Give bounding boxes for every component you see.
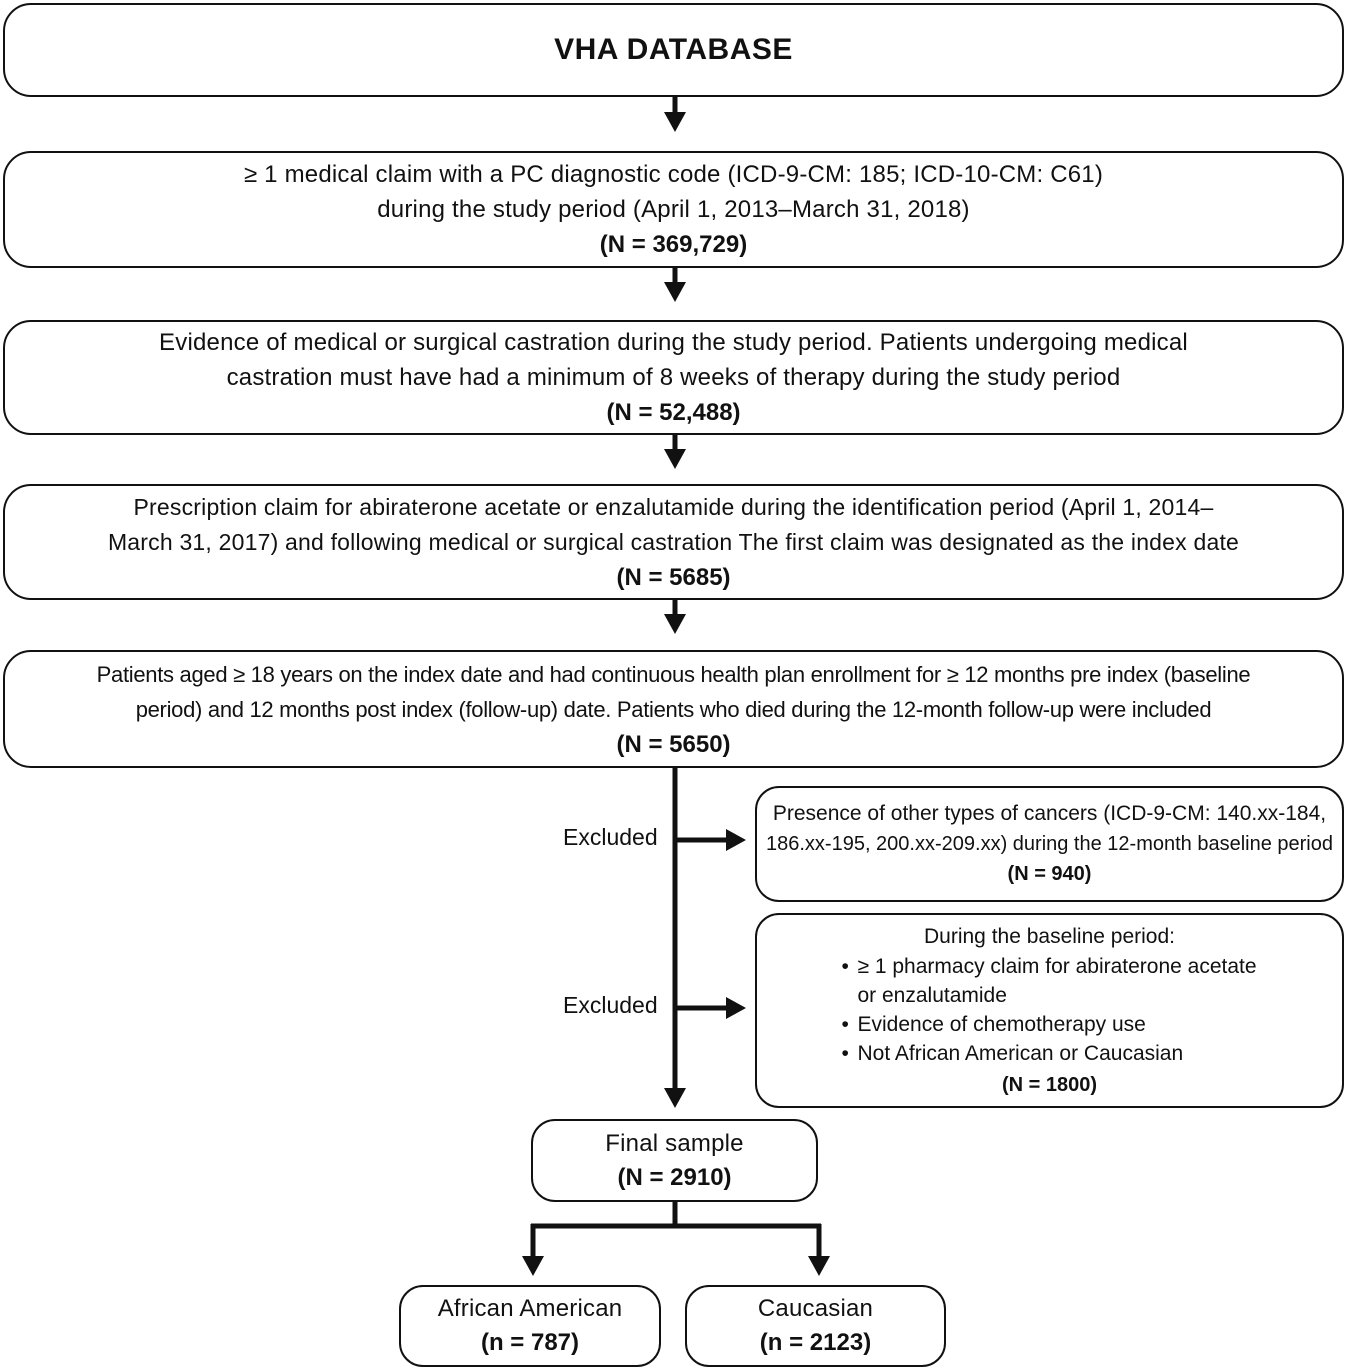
main-arrows: [664, 97, 686, 634]
step-3-line-2: March 31, 2017) and following medical or…: [107, 528, 1240, 555]
split-arrows: [522, 1202, 830, 1276]
step-1-count: (N = 369,729): [599, 231, 748, 258]
trunk-arrow-head: [664, 1088, 686, 1108]
arrow-head-3: [664, 449, 686, 469]
group-box-african-american: African American (n = 787): [399, 1285, 661, 1367]
step-4-count: (N = 5650): [616, 730, 731, 758]
exclusion-1-line-1: Presence of other types of cancers (ICD-…: [772, 802, 1327, 825]
arrow-head-1: [664, 112, 686, 132]
group-label-caucasian: Caucasian: [757, 1295, 874, 1322]
split-right-head: [808, 1256, 830, 1276]
final-sample-box: Final sample (N = 2910): [531, 1119, 818, 1202]
exclusion-2-criterion: Not African American or Caucasian: [840, 1039, 1260, 1068]
split-left-head: [522, 1256, 544, 1276]
excluded-label-2: Excluded: [563, 992, 658, 1018]
step-box-4: Patients aged ≥ 18 years on the index da…: [3, 650, 1344, 768]
group-label-african-american: African American: [437, 1295, 623, 1322]
group-count-caucasian: (n = 2123): [759, 1329, 872, 1356]
step-2-count: (N = 52,488): [606, 399, 741, 426]
database-title: VHA DATABASE: [554, 33, 793, 66]
final-sample-count: (N = 2910): [617, 1163, 732, 1191]
step-1-line-1: ≥ 1 medical claim with a PC diagnostic c…: [243, 161, 1104, 188]
group-count-african-american: (n = 787): [480, 1329, 580, 1356]
step-2-line-2: castration must have had a minimum of 8 …: [226, 364, 1121, 391]
exclusion-1-count: (N = 940): [1007, 863, 1092, 885]
excluded-label-1: Excluded: [563, 824, 658, 850]
final-sample-label: Final sample: [605, 1129, 744, 1157]
arrow-head-4: [664, 614, 686, 634]
step-box-3: Prescription claim for abiraterone aceta…: [3, 484, 1344, 600]
step-1-line-2: during the study period (April 1, 2013–M…: [377, 196, 970, 223]
exclusion-2-heading: During the baseline period:: [924, 924, 1175, 948]
step-3-count: (N = 5685): [616, 563, 731, 591]
database-box: VHA DATABASE: [3, 3, 1344, 97]
exclusion-box-1: Presence of other types of cancers (ICD-…: [755, 786, 1344, 902]
step-3-line-1: Prescription claim for abiraterone aceta…: [133, 493, 1214, 520]
step-2-line-1: Evidence of medical or surgical castrati…: [159, 329, 1188, 356]
step-box-1: ≥ 1 medical claim with a PC diagnostic c…: [3, 151, 1344, 268]
exclusion-2-count: (N = 1800): [1001, 1073, 1098, 1096]
exclusion-2-criterion: ≥ 1 pharmacy claim for abiraterone aceta…: [840, 952, 1260, 1010]
exclusion-trunk: [664, 768, 746, 1108]
exclusion-1-line-2: 186.xx-195, 200.xx-209.xx) during the 12…: [765, 833, 1333, 855]
arrow-head-2: [664, 282, 686, 302]
exclusion-arrow-head-1: [726, 829, 746, 851]
exclusion-box-2: During the baseline period: ≥ 1 pharmacy…: [755, 913, 1344, 1108]
exclusion-2-criterion: Evidence of chemotherapy use: [840, 1010, 1260, 1039]
exclusion-2-criteria: ≥ 1 pharmacy claim for abiraterone aceta…: [840, 952, 1260, 1068]
exclusion-arrow-head-2: [726, 997, 746, 1019]
group-box-caucasian: Caucasian (n = 2123): [685, 1285, 946, 1367]
step-4-line-1: Patients aged ≥ 18 years on the index da…: [96, 661, 1251, 687]
step-box-2: Evidence of medical or surgical castrati…: [3, 320, 1344, 435]
step-4-line-2: period) and 12 months post index (follow…: [135, 696, 1212, 722]
